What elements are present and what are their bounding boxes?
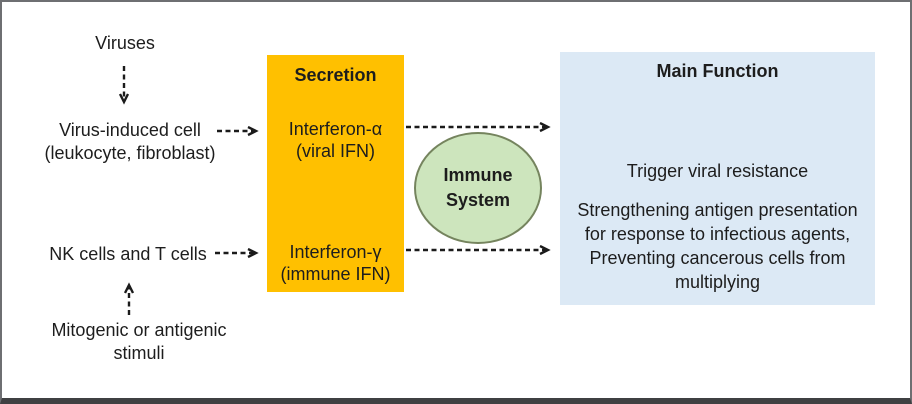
function-gamma-line3: Preventing cancerous cells from <box>589 248 846 268</box>
function-alpha: Trigger viral resistance <box>560 160 875 183</box>
main-function-box: Main Function Trigger viral resistance S… <box>560 52 875 305</box>
function-gamma: Strengthening antigen presentation for r… <box>560 198 875 294</box>
node-interferon-gamma: Interferon-γ (immune IFN) <box>267 241 404 285</box>
secretion-title: Secretion <box>294 65 377 85</box>
main-function-title: Main Function <box>656 61 779 81</box>
stimuli-line2: stimuli <box>113 343 165 363</box>
function-alpha-text: Trigger viral resistance <box>626 161 809 181</box>
node-stimuli: Mitogenic or antigenic stimuli <box>29 319 249 365</box>
virus-induced-cell-line2: (leukocyte, fibroblast) <box>44 143 216 163</box>
interferon-gamma-line1: Interferon-γ <box>289 242 382 262</box>
interferon-alpha-line2: (viral IFN) <box>296 141 375 161</box>
viruses-label: Viruses <box>95 33 155 53</box>
interferon-alpha-line1: Interferon-α <box>288 119 383 139</box>
interferon-gamma-line2: (immune IFN) <box>280 264 391 284</box>
immune-system-ellipse: Immune System <box>414 132 542 244</box>
virus-induced-cell-line1: Virus-induced cell <box>59 120 201 140</box>
node-virus-induced-cell: Virus-induced cell (leukocyte, fibroblas… <box>18 119 242 165</box>
node-interferon-alpha: Interferon-α (viral IFN) <box>267 118 404 162</box>
secretion-box: Secretion Interferon-α (viral IFN) Inter… <box>267 55 404 292</box>
nk-t-cells-label: NK cells and T cells <box>49 244 207 264</box>
node-nk-t-cells: NK cells and T cells <box>28 243 228 266</box>
function-gamma-line1: Strengthening antigen presentation <box>577 200 858 220</box>
function-gamma-line2: for response to infectious agents, <box>584 224 851 244</box>
immune-system-line2: System <box>445 190 511 210</box>
node-viruses: Viruses <box>65 32 185 55</box>
stimuli-line1: Mitogenic or antigenic <box>51 320 227 340</box>
immune-system-line1: Immune <box>443 165 513 185</box>
function-gamma-line4: multiplying <box>674 272 761 292</box>
